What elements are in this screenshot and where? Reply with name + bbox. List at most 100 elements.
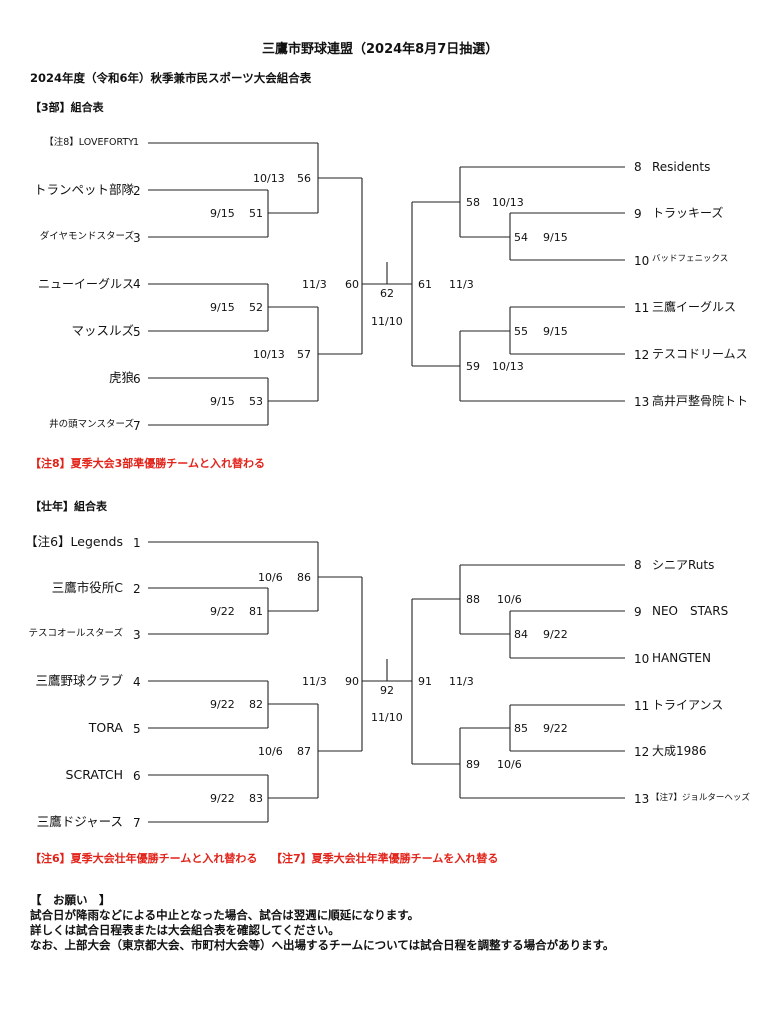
game-number: 54	[514, 231, 528, 244]
game-number: 53	[249, 395, 263, 408]
team-name: 井の頭マンスターズ	[49, 419, 134, 430]
note-3bu: 【注8】夏季大会3部準優勝チームと入れ替わる	[30, 457, 265, 470]
game-number: 82	[249, 698, 263, 711]
game-number: 85	[514, 722, 528, 735]
team-seed: 2	[133, 184, 141, 198]
game-number: 59	[466, 360, 480, 373]
team-name: SCRATCH	[65, 767, 123, 782]
request-line: 試合日が降雨などによる中止となった場合、試合は翌週に順延になります。	[30, 908, 420, 922]
team-seed: 10	[634, 254, 650, 268]
game-date: 11/3	[449, 278, 474, 291]
game-date: 10/6	[258, 745, 283, 758]
game-number: 51	[249, 207, 263, 220]
game-date: 10/13	[253, 172, 285, 185]
game-date: 11/3	[302, 675, 327, 688]
team-name: バッドフェニックス	[652, 254, 729, 264]
game-number: 57	[297, 348, 311, 361]
team-name: 【注6】Legends	[25, 534, 123, 549]
team-name: トランペット部隊	[33, 182, 134, 197]
game-number: 89	[466, 758, 480, 771]
note-senior-1: 【注6】夏季大会壮年優勝チームと入れ替わる	[30, 852, 258, 865]
game-date: 9/22	[543, 628, 568, 641]
game-number: 88	[466, 593, 480, 606]
team-name: HANGTEN	[652, 651, 711, 665]
team-name: 大成1986	[652, 744, 707, 758]
game-date: 9/22	[543, 722, 568, 735]
game-number: 81	[249, 605, 263, 618]
section-label-3bu: 【3部】組合表	[30, 101, 104, 114]
game-date: 9/22	[210, 698, 235, 711]
game-date: 9/15	[210, 301, 235, 314]
game-date: 10/6	[258, 571, 283, 584]
game-number: 84	[514, 628, 528, 641]
note-senior-2: 【注7】夏季大会壮年準優勝チームを入れ替る	[271, 852, 499, 865]
team-seed: 1	[133, 137, 140, 148]
game-date: 10/13	[253, 348, 285, 361]
team-seed: 6	[133, 372, 141, 386]
game-date: 9/15	[543, 231, 568, 244]
section-label-senior: 【壮年】組合表	[30, 500, 107, 513]
team-name: シニアRuts	[652, 558, 715, 572]
team-seed: 4	[133, 277, 141, 291]
game-date: 11/3	[302, 278, 327, 291]
page-subtitle: 2024年度（令和6年）秋季兼市民スポーツ大会組合表	[30, 71, 312, 85]
game-date: 10/13	[492, 360, 524, 373]
game-date: 11/3	[449, 675, 474, 688]
team-seed: 3	[133, 628, 141, 642]
final-game-number: 62	[380, 287, 394, 300]
game-number: 52	[249, 301, 263, 314]
final-game-number: 92	[380, 684, 394, 697]
page-title: 三鷹市野球連盟（2024年8月7日抽選）	[262, 42, 499, 57]
team-name: 三鷹野球クラブ	[35, 673, 123, 688]
team-seed: 12	[634, 745, 650, 759]
team-seed: 11	[634, 699, 650, 713]
team-seed: 11	[634, 301, 650, 315]
request-title: 【 お願い 】	[30, 893, 111, 907]
final-game-date: 11/10	[371, 711, 403, 724]
game-date: 9/22	[210, 605, 235, 618]
team-seed: 8	[634, 160, 642, 174]
game-number: 56	[297, 172, 311, 185]
team-name: テスコドリームス	[652, 347, 748, 361]
team-seed: 1	[133, 536, 141, 550]
team-seed: 3	[133, 231, 141, 245]
final-game-date: 11/10	[371, 315, 403, 328]
game-number: 61	[418, 278, 432, 291]
team-seed: 13	[634, 792, 650, 806]
team-seed: 4	[133, 675, 141, 689]
game-date: 9/15	[543, 325, 568, 338]
game-number: 55	[514, 325, 528, 338]
game-number: 90	[345, 675, 359, 688]
game-number: 87	[297, 745, 311, 758]
bracket-3bu	[148, 142, 625, 426]
team-name: 【注7】ジョルターヘッズ	[651, 793, 750, 803]
team-name: ダイヤモンドスターズ	[39, 231, 134, 242]
team-seed: 8	[634, 558, 642, 572]
game-date: 10/13	[492, 196, 524, 209]
game-number: 86	[297, 571, 311, 584]
game-date: 10/6	[497, 593, 522, 606]
team-seed: 2	[133, 582, 141, 596]
team-name: 虎狼	[108, 370, 134, 385]
team-name: マッスルズ	[71, 323, 134, 338]
team-seed: 7	[133, 419, 141, 433]
game-date: 9/15	[210, 395, 235, 408]
request-line: なお、上部大会（東京都大会、市町村大会等）へ出場するチームについては試合日程を調…	[30, 938, 615, 952]
game-number: 60	[345, 278, 359, 291]
game-number: 83	[249, 792, 263, 805]
team-seed: 7	[133, 816, 141, 830]
game-date: 10/6	[497, 758, 522, 771]
team-seed: 5	[133, 325, 141, 339]
team-name: トラッキーズ	[652, 206, 724, 220]
team-name: Residents	[652, 160, 711, 174]
team-name: TORA	[88, 720, 123, 735]
team-name: ニューイーグルス	[37, 277, 134, 291]
team-seed: 6	[133, 769, 141, 783]
team-name: 三鷹イーグルス	[652, 300, 737, 314]
team-name: 三鷹ドジャース	[36, 814, 123, 829]
game-number: 58	[466, 196, 480, 209]
request-line: 詳しくは試合日程表または大会組合表を確認してください。	[30, 923, 340, 937]
bracket-senior	[148, 541, 625, 823]
team-name: テスコオールスターズ	[28, 628, 123, 639]
